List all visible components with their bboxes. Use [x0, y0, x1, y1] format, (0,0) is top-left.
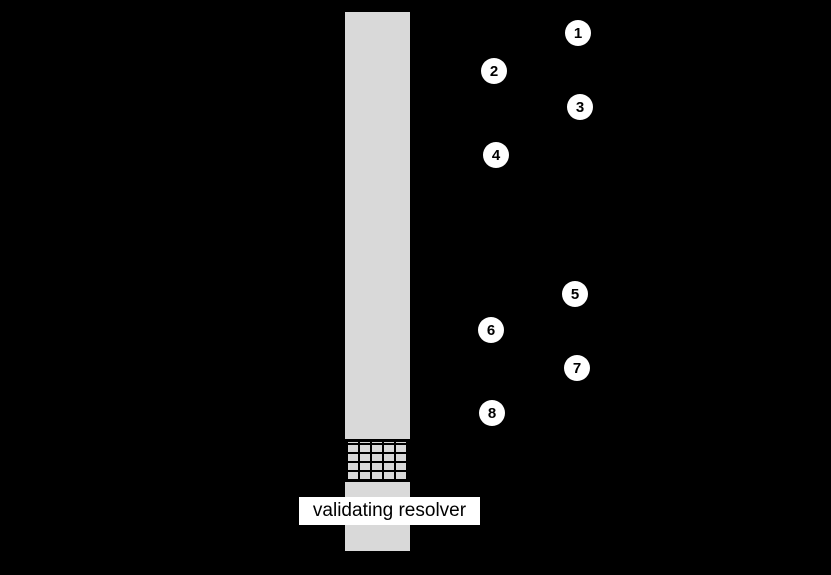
step-badge-2: 2 — [481, 58, 507, 84]
step-badge-3: 3 — [567, 94, 593, 120]
resolver-cache-grid — [345, 439, 410, 482]
resolver-lifeline — [345, 12, 410, 439]
step-badge-5: 5 — [562, 281, 588, 307]
step-badge-8: 8 — [479, 400, 505, 426]
resolver-label-text: validating resolver — [312, 500, 467, 521]
step-badge-4: 4 — [483, 142, 509, 168]
step-badge-7: 7 — [564, 355, 590, 381]
resolver-label: validating resolver — [299, 497, 480, 525]
step-badge-1: 1 — [565, 20, 591, 46]
step-badge-6: 6 — [478, 317, 504, 343]
